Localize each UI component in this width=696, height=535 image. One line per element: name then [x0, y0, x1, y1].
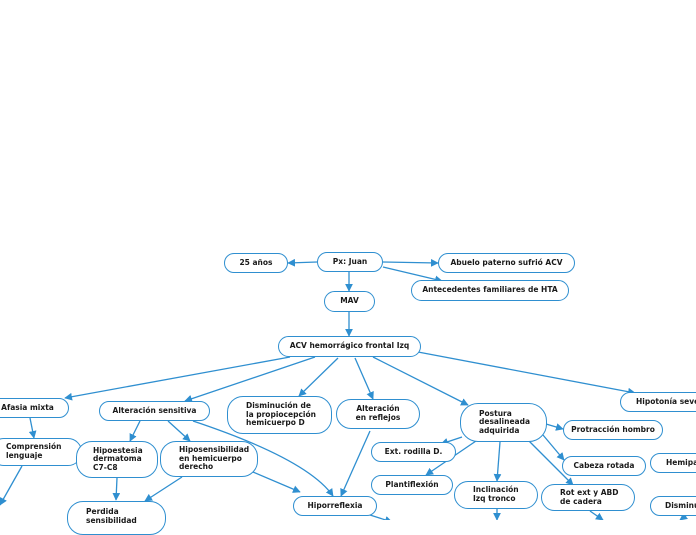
edge-sensitiva-hipoestesia: [129, 420, 141, 442]
node-mav[interactable]: MAV: [324, 291, 375, 312]
node-afasia[interactable]: Afasia mixta: [0, 398, 69, 418]
node-label: Plantiflexión: [385, 479, 439, 489]
edge-acv-hipotonia: [417, 351, 636, 396]
node-plantiflexion[interactable]: Plantiflexión: [371, 475, 453, 495]
edge-hiporreflexia-down: [369, 514, 393, 520]
edge-hipoestesia-perdida: [112, 477, 121, 501]
node-label: Hiporreflexia: [307, 500, 363, 510]
node-label: Hipotonía severa: [636, 396, 696, 406]
edge-postura-rotext: [527, 439, 574, 486]
node-perdida[interactable]: Perdida sensibilidad: [67, 501, 166, 535]
node-label: Perdida sensibilidad: [86, 507, 137, 525]
node-hipoestesia[interactable]: Hipoestesia dermatoma C7-C8: [76, 441, 158, 478]
edge-px-abuelo: [382, 258, 439, 267]
edge-hiposensibilidad-perdida: [144, 476, 183, 502]
edge-comprension-down: [0, 465, 23, 506]
node-inclinacion[interactable]: Inclinación Izq tronco: [454, 481, 538, 509]
node-label: Antecedentes familiares de HTA: [422, 285, 558, 295]
edge-sensitiva-hiposensibilidad: [167, 420, 191, 442]
node-px-juan[interactable]: Px: Juan: [317, 252, 383, 272]
node-cabeza[interactable]: Cabeza rotada: [562, 456, 646, 476]
node-label: Protracción hombro: [571, 424, 655, 434]
node-hiporreflexia[interactable]: Hiporreflexia: [293, 496, 377, 516]
connector-layer: [0, 258, 696, 520]
edge-hiposensibilidad-hiporreflexia: [252, 471, 301, 493]
edge-acv-propiocepcion: [298, 357, 339, 397]
edge-rotext-down: [589, 510, 604, 520]
node-reflejos[interactable]: Alteración en reflejos: [336, 399, 420, 429]
edge-px-edad: [287, 258, 318, 267]
edge-acv-postura: [372, 356, 469, 406]
node-label: Disminución de la propiocepción hemicuer…: [246, 401, 316, 428]
node-label: Rot ext y ABD de cadera: [560, 487, 619, 506]
node-label: Comprensión lenguaje: [6, 442, 62, 460]
edge-acv-sensitiva: [184, 356, 316, 403]
node-propiocepcion[interactable]: Disminución de la propiocepción hemicuer…: [227, 396, 332, 434]
node-label: ACV hemorrágico frontal Izq: [289, 341, 410, 351]
node-label: MAV: [340, 296, 359, 306]
node-protraccion[interactable]: Protracción hombro: [563, 420, 663, 440]
node-label: Hiposensibilidad en hemicuerpo derecho: [179, 445, 250, 472]
edge-afasia-comprension: [28, 417, 37, 439]
node-comprension[interactable]: Comprensión lenguaje: [0, 438, 82, 466]
node-label: Px: Juan: [332, 256, 368, 266]
edge-acv-reflejos: [354, 357, 374, 400]
node-label: 25 años: [239, 257, 273, 267]
edge-px-antecedentes: [382, 266, 443, 284]
node-hiposensibilidad[interactable]: Hiposensibilidad en hemicuerpo derecho: [160, 441, 258, 477]
node-label: Hemipa: [666, 457, 696, 467]
edge-reflejos-hiporreflexia: [340, 430, 371, 497]
edge-postura-cabeza: [542, 434, 565, 461]
node-abuelo[interactable]: Abuelo paterno sufrió ACV: [438, 253, 575, 273]
node-acv[interactable]: ACV hemorrágico frontal Izq: [278, 336, 421, 357]
node-label: Alteración en reflejos: [355, 404, 401, 422]
node-label: Afasia mixta: [1, 402, 54, 412]
node-label: Postura desalineada adquirida: [479, 408, 531, 435]
node-antecedentes[interactable]: Antecedentes familiares de HTA: [411, 280, 569, 301]
node-label: Abuelo paterno sufrió ACV: [450, 257, 563, 267]
node-label: Alteración sensitiva: [112, 405, 197, 415]
node-hipotonia[interactable]: Hipotonía severa: [620, 392, 696, 412]
node-alteracion-sensitiva[interactable]: Alteración sensitiva: [99, 401, 210, 421]
node-label: Hipoestesia dermatoma C7-C8: [93, 445, 143, 472]
edge-acv-afasia: [64, 356, 291, 401]
node-label: Cabeza rotada: [573, 460, 635, 470]
node-label: Inclinación Izq tronco: [473, 485, 519, 503]
edge-postura-protraccion: [545, 423, 564, 431]
node-rot-ext[interactable]: Rot ext y ABD de cadera: [541, 484, 635, 511]
node-ext-rodilla[interactable]: Ext. rodilla D.: [371, 442, 456, 462]
node-hemipa[interactable]: Hemipa: [650, 453, 696, 473]
node-disminu[interactable]: Disminu: [650, 496, 696, 516]
node-label: Disminu: [665, 500, 696, 510]
node-label: Ext. rodilla D.: [384, 446, 443, 456]
node-postura[interactable]: Postura desalineada adquirida: [460, 403, 547, 442]
edge-sensitiva-hiporreflexia: [192, 420, 334, 497]
node-edad[interactable]: 25 años: [224, 253, 288, 273]
edge-postura-inclinacion: [493, 441, 502, 482]
